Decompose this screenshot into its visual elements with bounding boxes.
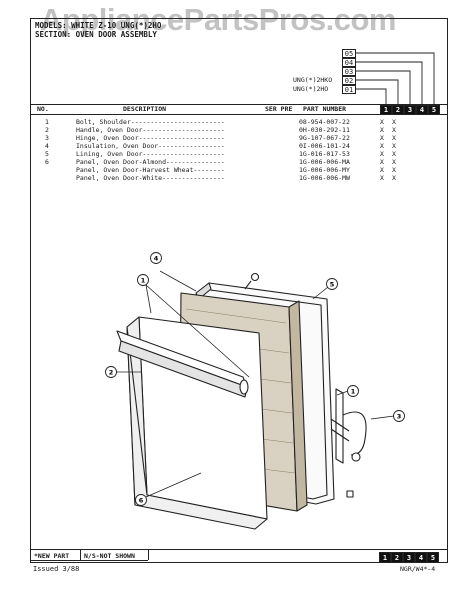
part-description: Panel, Oven Door-Almond--------------- <box>76 158 225 166</box>
part-no: 3 <box>45 134 49 142</box>
part-number: 0I-006-101-24 <box>299 142 350 150</box>
table-row: 2 Handle, Oven Door--------------------- 0… <box>31 126 447 134</box>
col-mark-2: X <box>392 174 396 182</box>
col-mark-2: X <box>392 158 396 166</box>
col-mark-2: X <box>392 166 396 174</box>
model-label: UNG(*)2HO <box>293 85 329 93</box>
part-description: Bolt, Shoulder------------------------ <box>76 118 225 126</box>
part-number: 08-954-007-22 <box>299 118 350 126</box>
part-description: Handle, Oven Door--------------------- <box>76 126 225 134</box>
callout-4: 4 <box>154 255 159 263</box>
callout-1-upper: 1 <box>141 277 146 285</box>
callout-5: 5 <box>330 281 335 289</box>
column-header-bar <box>31 104 447 115</box>
page-code: NGR/W4*-4 <box>400 565 436 573</box>
col-mark-2: X <box>392 118 396 126</box>
footer-col-1: 1 <box>379 552 391 563</box>
variant-box: 05 <box>342 49 356 58</box>
footer-new-part: *NEW PART <box>34 552 70 560</box>
part-description: Lining, Oven Door--------------------- <box>76 150 225 158</box>
callout-2: 2 <box>109 369 114 377</box>
callout-circle <box>137 274 149 286</box>
col-mark-1: X <box>380 126 384 134</box>
variant-box: 01 <box>342 85 356 94</box>
col-mark-2: X <box>392 142 396 150</box>
col-description: DESCRIPTION <box>123 105 167 113</box>
col-mark-1: X <box>380 134 384 142</box>
callout-3: 3 <box>397 413 402 421</box>
part-no: 5 <box>45 150 49 158</box>
col-number-3: 3 <box>404 105 416 115</box>
table-row: Panel, Oven Door-Harvest Wheat-------- 1G… <box>31 166 447 174</box>
table-row: 4 Insulation, Oven Door----------------- 0… <box>31 142 447 150</box>
part-number: 1G-006-006-MA <box>299 158 350 166</box>
part-number: 1G-006-006-MY <box>299 166 350 174</box>
footer-sep <box>30 560 148 561</box>
oven-door-diagram: 4 1 2 5 1 3 6 <box>105 252 405 530</box>
col-number-4: 4 <box>416 105 428 115</box>
col-mark-1: X <box>380 158 384 166</box>
col-part-number: PART NUMBER <box>303 105 347 113</box>
part-number: 1G-016-017-53 <box>299 150 350 158</box>
models-line: MODELS: WHITE Z-10 UNG(*)2HO <box>35 21 162 30</box>
watermark: AppliancePartsPros.com <box>40 2 396 37</box>
footer-divider <box>30 549 448 550</box>
part-number: 0H-030-292-11 <box>299 126 350 134</box>
footer-col-4: 4 <box>415 552 427 563</box>
table-row: 6 Panel, Oven Door-Almond--------------- 1… <box>31 158 447 166</box>
part-no: 2 <box>45 126 49 134</box>
variant-box: 04 <box>342 58 356 67</box>
callout-circle <box>105 366 117 378</box>
col-mark-1: X <box>380 118 384 126</box>
col-ser-pre: SER PRE <box>265 105 293 113</box>
col-number-1: 1 <box>380 105 392 115</box>
section-title: SECTION: OVEN DOOR ASSEMBLY <box>35 30 157 39</box>
col-number-2: 2 <box>392 105 404 115</box>
col-mark-1: X <box>380 166 384 174</box>
variant-leader-lines <box>356 52 435 105</box>
part-no: 4 <box>45 142 49 150</box>
part-description: Hinge, Oven Door---------------------- <box>76 134 225 142</box>
footer-not-shown: N/S-NOT SHOWN <box>84 552 135 560</box>
part-description: Insulation, Oven Door----------------- <box>76 142 225 150</box>
callout-circle <box>326 278 338 290</box>
callout-6: 6 <box>139 497 144 505</box>
variant-box: 02 <box>342 76 356 85</box>
footer-sep <box>148 549 149 560</box>
col-number-5: 5 <box>428 105 440 115</box>
part-no: 1 <box>45 118 49 126</box>
variant-box: 03 <box>342 67 356 76</box>
callout-circle <box>347 385 359 397</box>
model-label: UNG(*)2HKO <box>293 76 333 84</box>
table-row: 3 Hinge, Oven Door---------------------- 9… <box>31 134 447 142</box>
callout-circle <box>135 494 147 506</box>
part-description: Panel, Oven Door-White---------------- <box>76 174 225 182</box>
col-mark-2: X <box>392 126 396 134</box>
col-mark-1: X <box>380 142 384 150</box>
part-number: 9G-107-067-22 <box>299 134 350 142</box>
callout-circle <box>393 410 405 422</box>
part-number: 1G-006-006-MW <box>299 174 350 182</box>
col-mark-2: X <box>392 134 396 142</box>
footer-sep <box>80 549 81 560</box>
callout-1-lower: 1 <box>351 388 356 396</box>
parts-sheet: MODELS: WHITE Z-10 UNG(*)2HO SECTION: OV… <box>30 18 448 563</box>
col-mark-1: X <box>380 174 384 182</box>
footer-col-2: 2 <box>391 552 403 563</box>
col-mark-2: X <box>392 150 396 158</box>
callout-circle <box>150 252 162 264</box>
table-row: 1 Bolt, Shoulder------------------------ 0… <box>31 118 447 126</box>
table-row: Panel, Oven Door-White---------------- 1G… <box>31 174 447 182</box>
footer-col-3: 3 <box>403 552 415 563</box>
issued-date: Issued 3/88 <box>33 565 80 573</box>
col-no: NO. <box>37 105 49 113</box>
col-mark-1: X <box>380 150 384 158</box>
part-no: 6 <box>45 158 49 166</box>
table-row: 5 Lining, Oven Door--------------------- 1… <box>31 150 447 158</box>
part-description: Panel, Oven Door-Harvest Wheat-------- <box>76 166 225 174</box>
footer-col-5: 5 <box>427 552 439 563</box>
